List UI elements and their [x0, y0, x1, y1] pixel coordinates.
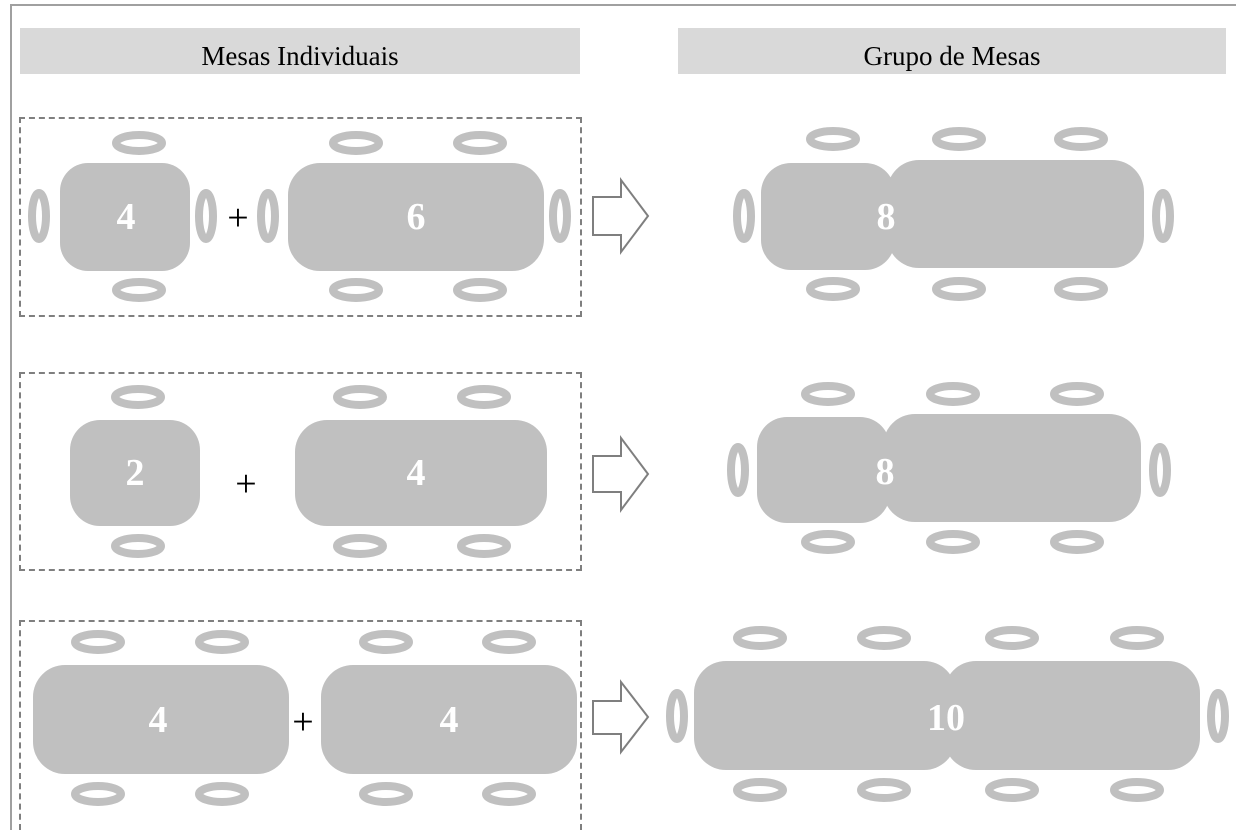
header-table-groups: Grupo de Mesas	[678, 28, 1226, 74]
chair	[1110, 778, 1164, 802]
chair	[112, 278, 166, 302]
chair	[1152, 189, 1174, 243]
chair	[727, 443, 749, 497]
row-2-table-4: 4	[295, 385, 547, 558]
chair	[457, 534, 511, 558]
table-capacity-label: 4	[149, 699, 168, 741]
chair	[857, 626, 911, 650]
table-capacity-label: 4	[440, 699, 459, 741]
chair	[926, 382, 980, 406]
chair	[1054, 277, 1108, 301]
chair	[985, 778, 1039, 802]
chair	[359, 630, 413, 654]
table	[70, 420, 200, 526]
diagram-frame	[10, 4, 1236, 830]
chair	[195, 630, 249, 654]
group-capacity-label: 10	[927, 697, 965, 739]
arrow-right-icon	[592, 435, 650, 513]
header-individual-tables: Mesas Individuais	[20, 28, 580, 74]
table	[60, 163, 190, 271]
table	[321, 665, 577, 774]
group-capacity-label: 8	[877, 196, 896, 238]
chair	[359, 782, 413, 806]
chair	[195, 189, 217, 243]
group-capacity-label: 8	[876, 451, 895, 493]
table-capacity-label: 6	[407, 196, 426, 238]
chair	[932, 277, 986, 301]
arrow-right-icon	[592, 177, 650, 255]
chair	[453, 131, 507, 155]
chair	[857, 778, 911, 802]
chair	[806, 277, 860, 301]
table	[757, 417, 890, 523]
row-1-table-4: 4	[28, 131, 217, 302]
table	[944, 661, 1200, 770]
chair	[71, 630, 125, 654]
chair	[112, 131, 166, 155]
chair	[1110, 626, 1164, 650]
chair	[1050, 382, 1104, 406]
chair	[666, 689, 688, 743]
chair	[329, 278, 383, 302]
chair	[195, 782, 249, 806]
chair	[333, 385, 387, 409]
row-3-table-4-left: 4	[33, 630, 289, 806]
row-1-grouped-table: 8	[733, 127, 1174, 301]
plus-sign: +	[227, 197, 248, 239]
chair	[932, 127, 986, 151]
table	[694, 661, 956, 770]
row-3: 4 + 4 10	[33, 626, 1229, 806]
chair	[985, 626, 1039, 650]
row-2: 2 + 4 8	[70, 382, 1171, 558]
plus-sign: +	[235, 463, 256, 505]
chair	[482, 782, 536, 806]
table-capacity-label: 4	[117, 196, 136, 238]
chair	[801, 530, 855, 554]
chair	[926, 530, 980, 554]
chair	[482, 630, 536, 654]
row-2-grouped-table: 8	[727, 382, 1171, 554]
row-3-grouped-table: 10	[666, 626, 1229, 802]
chair	[801, 382, 855, 406]
chair	[1149, 443, 1171, 497]
table-capacity-label: 4	[407, 452, 426, 494]
row-3-table-4-right: 4	[321, 630, 577, 806]
chair	[733, 778, 787, 802]
chair	[733, 189, 755, 243]
chair	[111, 534, 165, 558]
chair	[733, 626, 787, 650]
table	[761, 163, 895, 270]
row-2-table-2: 2	[70, 385, 200, 558]
arrow-right-icon	[592, 679, 650, 755]
chair	[333, 534, 387, 558]
row-1-table-6: 6	[257, 131, 571, 302]
row-1-individual-group	[19, 117, 582, 317]
chair	[1207, 689, 1229, 743]
chair	[28, 189, 50, 243]
chair	[1054, 127, 1108, 151]
chair	[71, 782, 125, 806]
chair	[111, 385, 165, 409]
chair	[457, 385, 511, 409]
row-2-individual-group	[19, 372, 582, 571]
chair	[806, 127, 860, 151]
table	[883, 414, 1141, 522]
table	[288, 163, 544, 271]
plus-sign: +	[292, 701, 313, 743]
table	[295, 420, 547, 526]
row-1: 4 + 6 8	[28, 127, 1174, 302]
chair	[257, 189, 279, 243]
chair	[329, 131, 383, 155]
chair	[453, 278, 507, 302]
chair	[1050, 530, 1104, 554]
chair	[549, 189, 571, 243]
table-capacity-label: 2	[126, 452, 145, 494]
table	[887, 160, 1144, 268]
table	[33, 665, 289, 774]
row-3-individual-group	[19, 620, 582, 830]
